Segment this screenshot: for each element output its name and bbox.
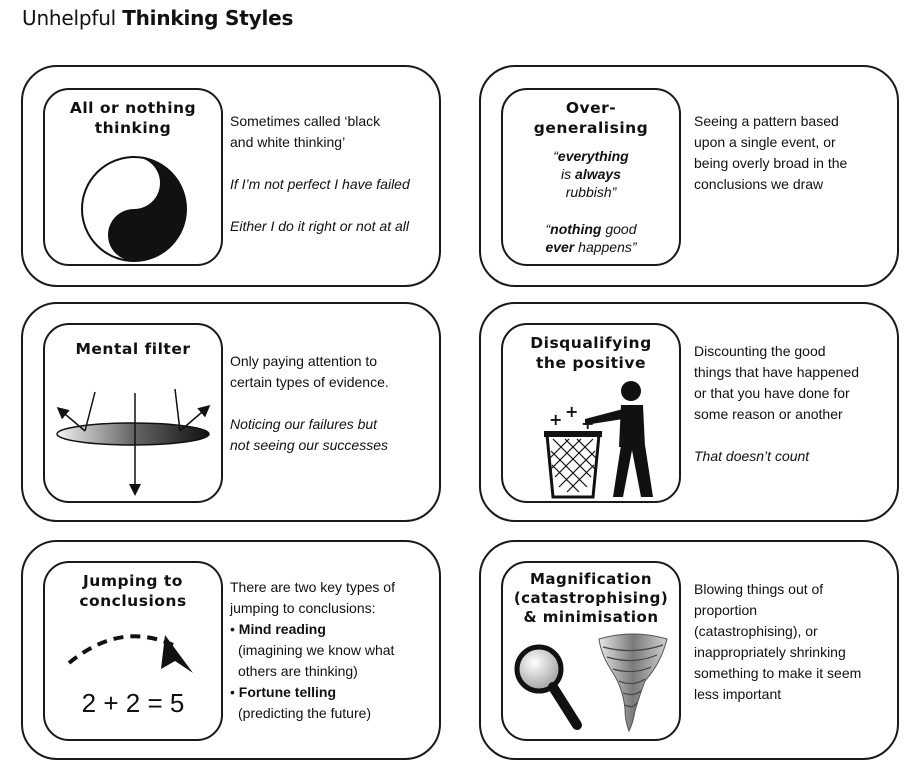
svg-text:+: +	[565, 402, 578, 421]
bullet-mark: •	[230, 621, 235, 637]
svg-text:+: +	[549, 410, 562, 429]
quote-word: nothing	[550, 221, 602, 237]
inner-title: Mental filter	[75, 340, 191, 358]
title-line: & minimisation	[523, 608, 659, 626]
bullet-title: Mind reading	[238, 621, 326, 637]
equation: 2 + 2 = 5	[81, 688, 185, 718]
desc-mental-filter: Only paying attention to certain types o…	[230, 351, 389, 456]
inner-title: Disqualifying the positive	[503, 333, 679, 373]
desc-line: something to make it seem	[694, 665, 862, 681]
example-line: not seeing our successes	[230, 437, 388, 453]
example-line: That doesn’t count	[694, 448, 810, 464]
quote-mark: “	[545, 221, 551, 237]
title-line: All or nothing	[69, 99, 197, 117]
desc-overgeneralising: Seeing a pattern based upon a single eve…	[694, 111, 847, 195]
desc-line: (catastrophising), or	[694, 623, 818, 639]
bullet-mind-reading: • Mind reading	[230, 619, 395, 640]
title-line: Magnification	[529, 570, 653, 588]
title-line: conclusions	[79, 592, 187, 610]
quote-word: ever	[545, 239, 575, 255]
inner-all-or-nothing: All or nothing thinking	[43, 88, 223, 266]
example-line: Either I do it right or not at all	[230, 218, 409, 234]
title-line: Over-	[565, 99, 617, 117]
desc-line: Discounting the good	[694, 343, 826, 359]
desc-line: proportion	[694, 602, 758, 618]
desc-line: certain types of evidence.	[230, 374, 389, 390]
quote-word: is	[561, 166, 576, 182]
tornado-icon	[598, 633, 668, 733]
desc-line: less important	[694, 686, 782, 702]
desc-line: Only paying attention to	[230, 353, 378, 369]
inner-mental-filter: Mental filter	[43, 323, 223, 503]
card-jumping: Jumping to conclusions 2 + 2 = 5 There a…	[21, 540, 441, 760]
quote-word: good	[601, 221, 637, 237]
quote-nothing: “nothing good ever happens”	[503, 220, 679, 256]
inner-disqualifying: Disqualifying the positive + + +	[501, 323, 681, 503]
inner-magnification: Magnification (catastrophising) & minimi…	[501, 561, 681, 741]
desc-magnification: Blowing things out of proportion (catast…	[694, 579, 861, 705]
inner-title: All or nothing thinking	[45, 98, 221, 138]
person-trash-icon: + + +	[544, 381, 653, 499]
desc-line: (predicting the future)	[238, 705, 372, 721]
quote-word: happens”	[574, 239, 637, 255]
title-line: Jumping to	[83, 572, 183, 590]
title-line: the positive	[536, 354, 646, 372]
yin-yang-icon	[81, 156, 187, 262]
desc-line: jumping to conclusions:	[230, 600, 376, 616]
inner-title: Magnification (catastrophising) & minimi…	[503, 570, 679, 627]
desc-line: and white thinking’	[230, 134, 346, 150]
page-title-regular: Unhelpful	[22, 6, 117, 30]
quote-mark: “	[553, 148, 558, 164]
card-magnification: Magnification (catastrophising) & minimi…	[479, 540, 899, 760]
inner-title: Jumping to conclusions	[45, 571, 221, 611]
card-disqualifying: Disqualifying the positive + + +	[479, 302, 899, 522]
filter-lens-icon	[56, 388, 211, 496]
desc-line: inappropriately shrinking	[694, 644, 846, 660]
dashed-arrow-icon	[67, 634, 193, 673]
desc-disqualifying: Discounting the good things that have ha…	[694, 341, 859, 467]
desc-jumping: There are two key types of jumping to co…	[230, 577, 395, 724]
title-line: Disqualifying	[530, 334, 652, 352]
bullet-title: Fortune telling	[238, 684, 337, 700]
desc-line: Sometimes called ‘black	[230, 113, 381, 129]
desc-line: things that have happened	[694, 364, 860, 380]
desc-line: some reason or another	[694, 406, 843, 422]
desc-line: Blowing things out of	[694, 581, 824, 597]
desc-all-or-nothing: Sometimes called ‘black and white thinki…	[230, 111, 410, 237]
desc-line: Seeing a pattern based	[694, 113, 839, 129]
bullet-fortune-telling: • Fortune telling	[230, 682, 395, 703]
card-all-or-nothing: All or nothing thinking Sometimes called…	[21, 65, 441, 287]
desc-line: There are two key types of	[230, 579, 395, 595]
title-line: thinking	[94, 119, 172, 137]
desc-line: (imagining we know what	[238, 642, 395, 658]
inner-overgeneralising: Over- generalising “everything is always…	[501, 88, 681, 266]
example-line: Noticing our failures but	[230, 416, 378, 432]
title-line: generalising	[533, 119, 649, 137]
title-line: (catastrophising)	[513, 589, 669, 607]
desc-line: or that you have done for	[694, 385, 850, 401]
quote-everything: “everything is always rubbish”	[503, 147, 679, 201]
desc-line: upon a single event, or	[694, 134, 836, 150]
example-line: If I’m not perfect I have failed	[230, 176, 410, 192]
page-title-bold: Thinking Styles	[122, 6, 294, 30]
quote-word: rubbish”	[565, 184, 617, 200]
magnifying-glass-icon	[514, 644, 582, 730]
bullet-mark: •	[230, 684, 235, 700]
page-title: Unhelpful Thinking Styles	[22, 6, 293, 30]
inner-title: Over- generalising	[503, 98, 679, 138]
desc-line: conclusions we draw	[694, 176, 824, 192]
quote-word: always	[575, 166, 621, 182]
card-overgeneralising: Over- generalising “everything is always…	[479, 65, 899, 287]
desc-line: being overly broad in the	[694, 155, 848, 171]
desc-line: others are thinking)	[238, 663, 358, 679]
inner-jumping: Jumping to conclusions 2 + 2 = 5	[43, 561, 223, 741]
card-mental-filter: Mental filter Only paying attention to c	[21, 302, 441, 522]
quote-word: everything	[557, 148, 629, 164]
